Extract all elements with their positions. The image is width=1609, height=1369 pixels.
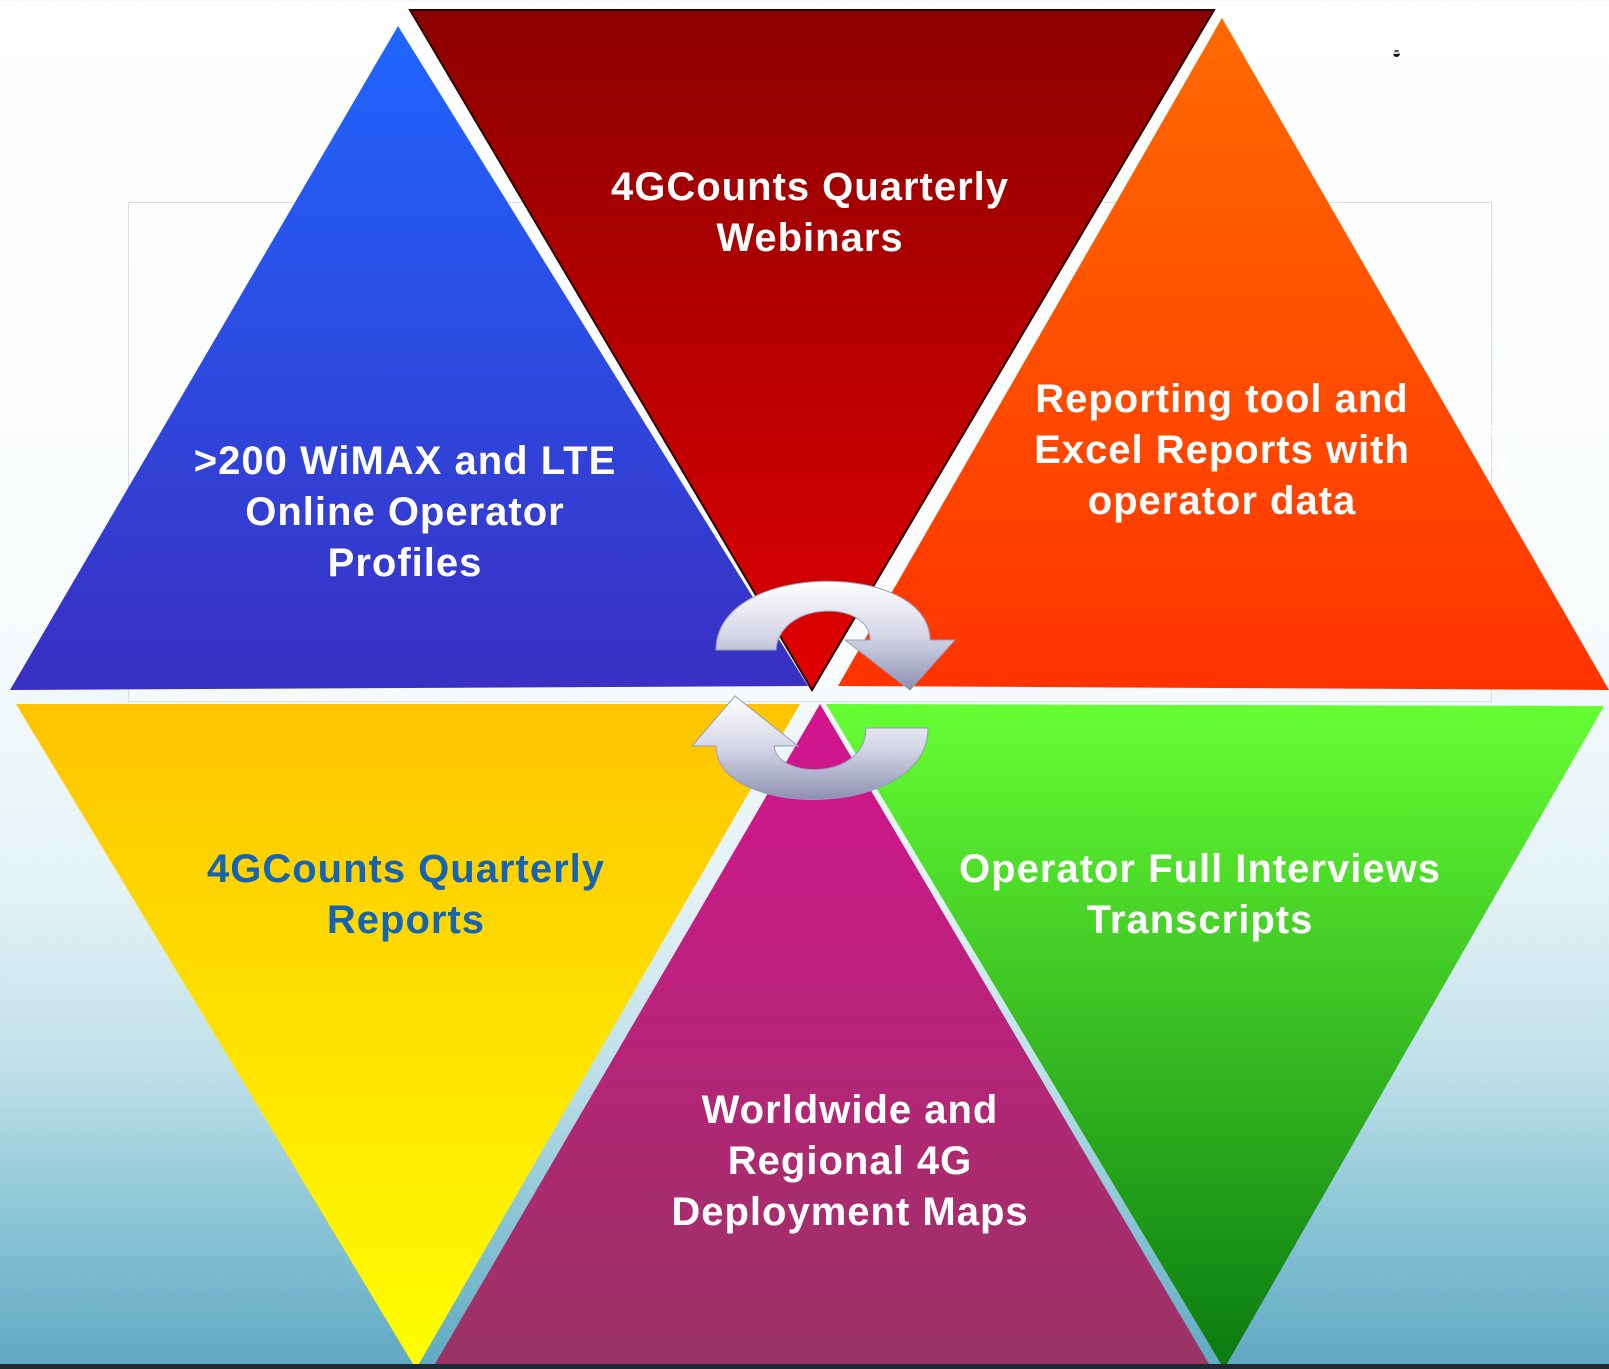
label-line: Profiles — [327, 541, 483, 585]
segment-top-left — [10, 26, 808, 690]
cycle-arrow-top-icon — [715, 580, 957, 691]
label-line: 4GCounts Quarterly — [610, 165, 1010, 209]
label-line: Excel Reports with — [1034, 428, 1410, 472]
label-line: Operator Full Interviews — [959, 847, 1441, 891]
label-top-right: Reporting tool and Excel Reports with op… — [1002, 374, 1442, 527]
background-note: Download Quarterly Reports with 4G figur… — [1390, 32, 1609, 192]
segment-bottom-right — [826, 704, 1604, 1369]
label-line: Deployment Maps — [671, 1190, 1029, 1234]
label-line: Online Operator — [245, 490, 565, 534]
background-note-line: figures and stats — [1390, 100, 1559, 123]
background-note-line: Reports with 4G — [1390, 68, 1552, 91]
label-line: Reporting tool and — [1035, 377, 1409, 421]
label-line: Worldwide and — [701, 1088, 999, 1132]
side-note-line: frequency — [1440, 354, 1541, 377]
background-note-line: deployment trends — [1390, 164, 1578, 187]
label-top: 4GCounts Quarterly Webinars — [590, 162, 1030, 264]
label-line: operator data — [1087, 479, 1357, 523]
bullet-dot: • — [1392, 38, 1402, 68]
label-line: Transcripts — [1086, 898, 1314, 942]
segment-bottom — [432, 704, 1212, 1369]
side-note-line: number of — [1440, 386, 1543, 409]
label-bottom-right: Operator Full Interviews Transcripts — [930, 844, 1470, 946]
label-bottom-left: 4GCounts Quarterly Reports — [176, 844, 636, 946]
segment-bottom-left — [16, 704, 800, 1369]
segment-top-right — [838, 18, 1609, 690]
background-note-line: Download Quarterly — [1390, 36, 1590, 59]
label-bottom: Worldwide and Regional 4G Deployment Map… — [620, 1085, 1080, 1238]
segment-top — [408, 9, 1216, 692]
label-line: Webinars — [716, 216, 904, 260]
bottom-rule — [0, 1364, 1609, 1369]
label-line: Regional 4G — [727, 1139, 973, 1183]
label-line: Reports — [326, 898, 486, 942]
label-line: >200 WiMAX and LTE — [193, 439, 617, 483]
background-note-line: including subs — [1390, 132, 1539, 155]
label-line: 4GCounts Quarterly — [206, 847, 606, 891]
label-top-left: >200 WiMAX and LTE Online Operator Profi… — [160, 436, 650, 589]
cycle-arrow-bottom-icon — [690, 695, 929, 800]
side-note-line: Deployment — [1440, 322, 1561, 345]
